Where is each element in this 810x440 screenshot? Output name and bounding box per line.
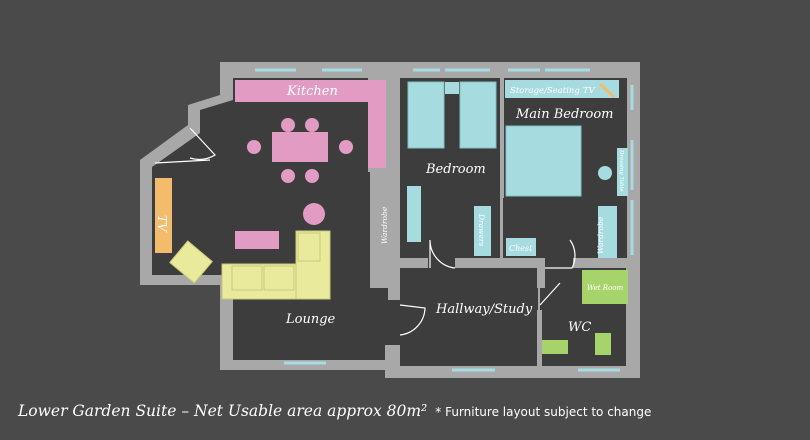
kitchen-units bbox=[235, 80, 386, 168]
dining-set bbox=[235, 118, 353, 249]
main-bed bbox=[505, 125, 582, 197]
bedside-table bbox=[445, 82, 459, 94]
chest bbox=[506, 238, 536, 256]
plan-caption: Lower Garden Suite – Net Usable area app… bbox=[18, 402, 651, 426]
tv-bedroom bbox=[598, 82, 616, 99]
wardrobe-bedroom bbox=[407, 186, 421, 242]
wardrobe-main bbox=[598, 206, 617, 258]
dressing-table-label: Dressing Table bbox=[618, 149, 624, 192]
coffee-table bbox=[235, 231, 279, 249]
dressing-table bbox=[617, 148, 628, 196]
wardrobe-main-label: Wardrobe bbox=[596, 216, 605, 254]
tv-lounge-label: TV bbox=[155, 215, 169, 233]
chest-label: Chest bbox=[509, 244, 533, 253]
tv-unit-lounge bbox=[155, 178, 172, 253]
drawers-label: Drawers bbox=[477, 213, 486, 247]
drawers bbox=[474, 206, 491, 256]
dining-table bbox=[272, 132, 328, 162]
lounge-label: Lounge bbox=[285, 312, 336, 327]
main-bedroom-label: Main Bedroom bbox=[515, 107, 614, 122]
lounge-floor bbox=[152, 78, 400, 360]
wet-room bbox=[582, 270, 628, 304]
internal-walls bbox=[370, 78, 627, 368]
kitchen-label: Kitchen bbox=[286, 84, 338, 99]
wardrobe-bedroom-label: Wardrobe bbox=[380, 206, 389, 244]
caption-note: * Furniture layout subject to change bbox=[435, 405, 652, 419]
windows bbox=[255, 68, 634, 372]
tv-bedroom-label: TV bbox=[583, 86, 596, 96]
storage-label: Storage/Seating bbox=[510, 86, 580, 96]
doors bbox=[154, 127, 576, 336]
side-table bbox=[303, 203, 325, 225]
hallway-label: Hallway/Study bbox=[435, 302, 533, 317]
caption-title: Lower Garden Suite – Net Usable area app… bbox=[18, 402, 428, 420]
bedroom-label: Bedroom bbox=[425, 162, 486, 177]
beds-bedroom bbox=[407, 81, 497, 149]
hallway-floor bbox=[400, 268, 538, 366]
wc-label: WC bbox=[568, 320, 591, 335]
basin bbox=[542, 340, 568, 354]
wet-room-label: Wet Room bbox=[587, 284, 624, 292]
storage-seating bbox=[505, 80, 619, 98]
toilet bbox=[595, 333, 611, 355]
sofa bbox=[169, 230, 331, 300]
stool bbox=[598, 166, 612, 180]
